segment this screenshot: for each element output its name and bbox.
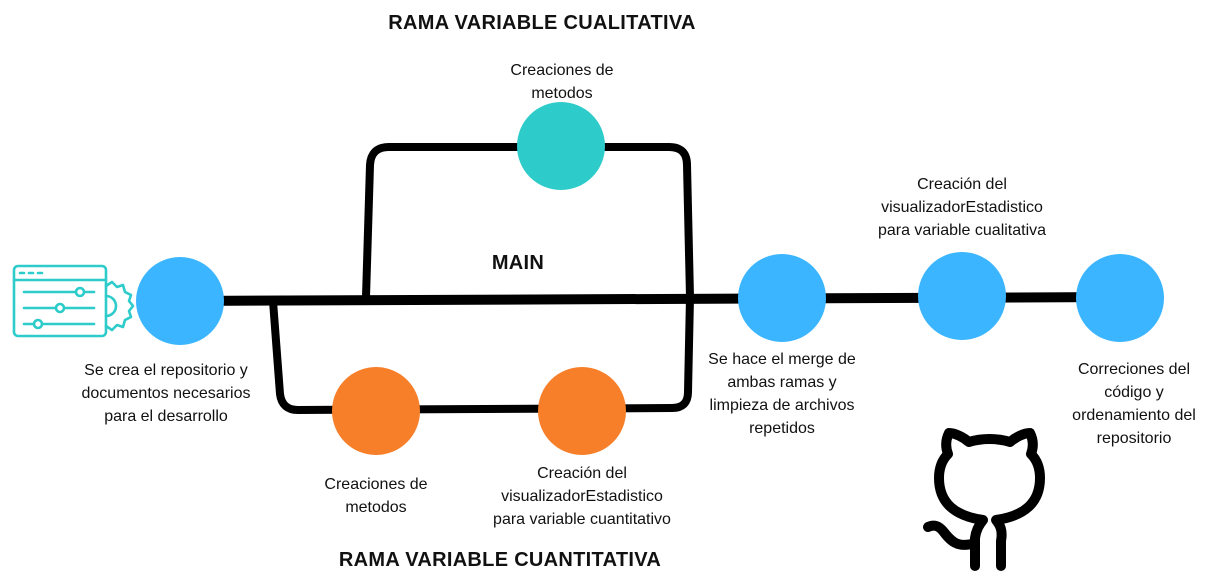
main-branch-title: MAIN <box>491 252 545 274</box>
quantitative-visualizer-node <box>538 367 626 455</box>
quantitative-branch-title: RAMA VARIABLE CUANTITATIVA <box>338 549 662 571</box>
qualitative-branch-title: RAMA VARIABLE CUALITATIVA <box>388 12 696 34</box>
quantitative-branch-line <box>269 296 694 414</box>
start-commit-node <box>136 257 224 345</box>
fixes-commit-node <box>1076 254 1164 342</box>
github-icon <box>923 428 1045 571</box>
merge-commit-node <box>738 254 826 342</box>
quantitative-methods-node <box>332 367 420 455</box>
qualitative-methods-node <box>517 102 605 190</box>
qualitative-visualizer-node <box>918 252 1006 340</box>
settings-panel-icon <box>12 264 135 338</box>
